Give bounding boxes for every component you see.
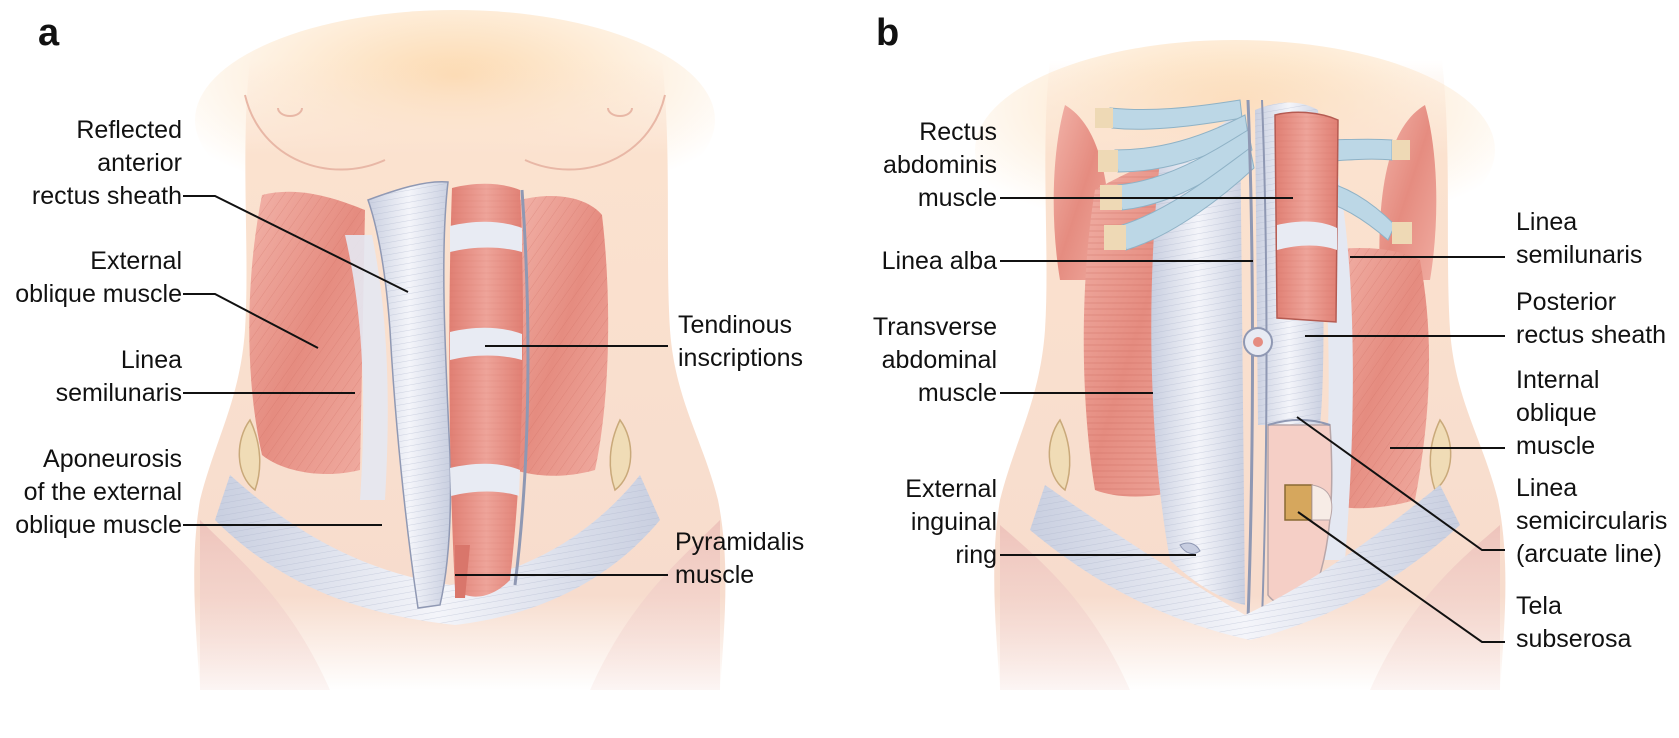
panel-a-breast-left (244, 94, 386, 171)
label-line: oblique (1516, 399, 1597, 427)
panel-b-linea-semilunaris-band (1310, 160, 1353, 560)
label-internal-oblique-muscle: Internal oblique muscle (1516, 364, 1599, 463)
label-line: muscle (917, 379, 997, 407)
panel-b-lower-aponeurosis-fibers (1030, 485, 1460, 640)
label-reflected-anterior-rectus-sheath: Reflected anterior rectus sheath (32, 114, 182, 213)
panel-a-external-oblique-right-fibers (515, 195, 609, 476)
panel-a-pyramidalis (455, 545, 470, 598)
panel-a-nipple-right (607, 107, 633, 117)
label-tendinous-inscriptions: Tendinous inscriptions (678, 309, 803, 375)
label-external-oblique-muscle: External oblique muscle (15, 245, 182, 311)
label-line: Rectus (919, 118, 997, 146)
label-linea-semilunaris-a: Linea semilunaris (56, 344, 182, 410)
label-line: Aponeurosis (43, 445, 182, 473)
panel-b-thigh-right (1370, 525, 1500, 690)
panel-a-thigh-left (200, 520, 330, 690)
label-line: Internal (1516, 366, 1600, 394)
leader-lines (183, 195, 1505, 643)
panel-a-tendinous-inscription-3 (450, 463, 520, 496)
leader-b-linea-semicircularis (1296, 416, 1505, 551)
leader-a-external-oblique (183, 293, 319, 349)
panel-b-inguinal-ring (1179, 542, 1201, 554)
label-line: Linea (120, 346, 182, 374)
panel-b-tela-flap-fold (1311, 484, 1333, 521)
label-line: muscle (917, 184, 997, 212)
panel-b-rectus-inscription (1277, 221, 1337, 250)
panel-a-rectus-abdominis-fibers (449, 183, 523, 597)
label-posterior-rectus-sheath: Posterior rectus sheath (1516, 286, 1666, 352)
panel-a-iliac-left (238, 418, 261, 492)
label-line: Linea (1516, 208, 1578, 236)
panel-a-illustration (194, 10, 726, 690)
panel-a-sheath-edge (513, 189, 530, 586)
label-line: inguinal (910, 508, 997, 536)
panel-a-lower-aponeurosis-fibers (215, 475, 660, 625)
label-linea-semicircularis: Linea semicircularis (arcuate line) (1516, 472, 1667, 571)
label-line: subserosa (1516, 625, 1632, 653)
leader-a-reflected-sheath (183, 195, 409, 293)
label-transverse-abdominal-muscle: Transverse abdominal muscle (873, 311, 997, 410)
label-line: Linea alba (881, 247, 997, 275)
label-rectus-abdominis-muscle: Rectus abdominis muscle (883, 116, 997, 215)
label-aponeurosis-external-oblique: Aponeurosis of the external oblique musc… (15, 443, 182, 542)
panel-a-tendinous-inscription-1 (450, 221, 522, 252)
label-line: Transverse (872, 313, 997, 341)
panel-b-transverse-aponeurosis-fibers (1151, 110, 1245, 605)
panel-b-thigh-left (1000, 525, 1130, 690)
panel-a-iliac-right (609, 418, 632, 492)
label-line: Pyramidalis (675, 528, 805, 556)
label-line: inscriptions (678, 344, 804, 372)
label-line: Tela (1516, 592, 1562, 620)
panel-b-umbilicus-center (1253, 337, 1263, 347)
label-line: (arcuate line) (1516, 540, 1662, 568)
label-line: oblique muscle (15, 280, 182, 308)
panel-b-iliac-left (1048, 418, 1071, 492)
panel-b-tela-flap (1284, 484, 1313, 521)
leader-b-tela (1297, 511, 1505, 643)
label-line: semilunaris (1516, 241, 1643, 269)
label-line: anterior (97, 149, 182, 177)
panel-b-letter: b (876, 12, 900, 54)
panel-b-internal-oblique-fibers (1330, 248, 1430, 509)
label-pyramidalis-muscle: Pyramidalis muscle (675, 526, 804, 592)
panel-a-tendinous-inscription-2 (450, 327, 522, 360)
panel-a-thigh-right (590, 520, 720, 690)
label-line: oblique muscle (15, 511, 182, 539)
label-external-inguinal-ring: External inguinal ring (905, 473, 997, 572)
panel-a-breast-right (524, 94, 666, 171)
label-line: of the external (23, 478, 182, 506)
panel-a-external-oblique-left-fibers (249, 191, 365, 475)
label-line: semicircularis (1516, 507, 1668, 535)
label-line: muscle (1516, 432, 1596, 460)
label-linea-semilunaris-b: Linea semilunaris (1516, 206, 1642, 272)
label-line: ring (955, 541, 997, 569)
panel-b-illustration (975, 40, 1506, 690)
label-linea-alba: Linea alba (882, 245, 997, 278)
label-line: Linea (1516, 474, 1578, 502)
label-line: muscle (675, 561, 755, 589)
label-line: External (905, 475, 997, 503)
panel-a-linea-semilunaris-band (345, 235, 388, 500)
panel-b-rectus-abdominis-fibers (1275, 112, 1338, 322)
label-line: semilunaris (55, 379, 182, 407)
panel-a-letter: a (38, 12, 60, 54)
label-line: rectus sheath (1516, 321, 1667, 349)
panel-a-reflected-sheath-fibers (368, 181, 451, 608)
label-tela-subserosa: Tela subserosa (1516, 590, 1631, 656)
label-line: rectus sheath (31, 182, 182, 210)
label-line: abdominis (883, 151, 997, 179)
label-line: External (90, 247, 182, 275)
label-line: abdominal (881, 346, 997, 374)
panel-a-nipple-left (277, 107, 303, 117)
label-line: Posterior (1516, 288, 1617, 316)
label-line: Reflected (76, 116, 182, 144)
label-line: Tendinous (678, 311, 792, 339)
